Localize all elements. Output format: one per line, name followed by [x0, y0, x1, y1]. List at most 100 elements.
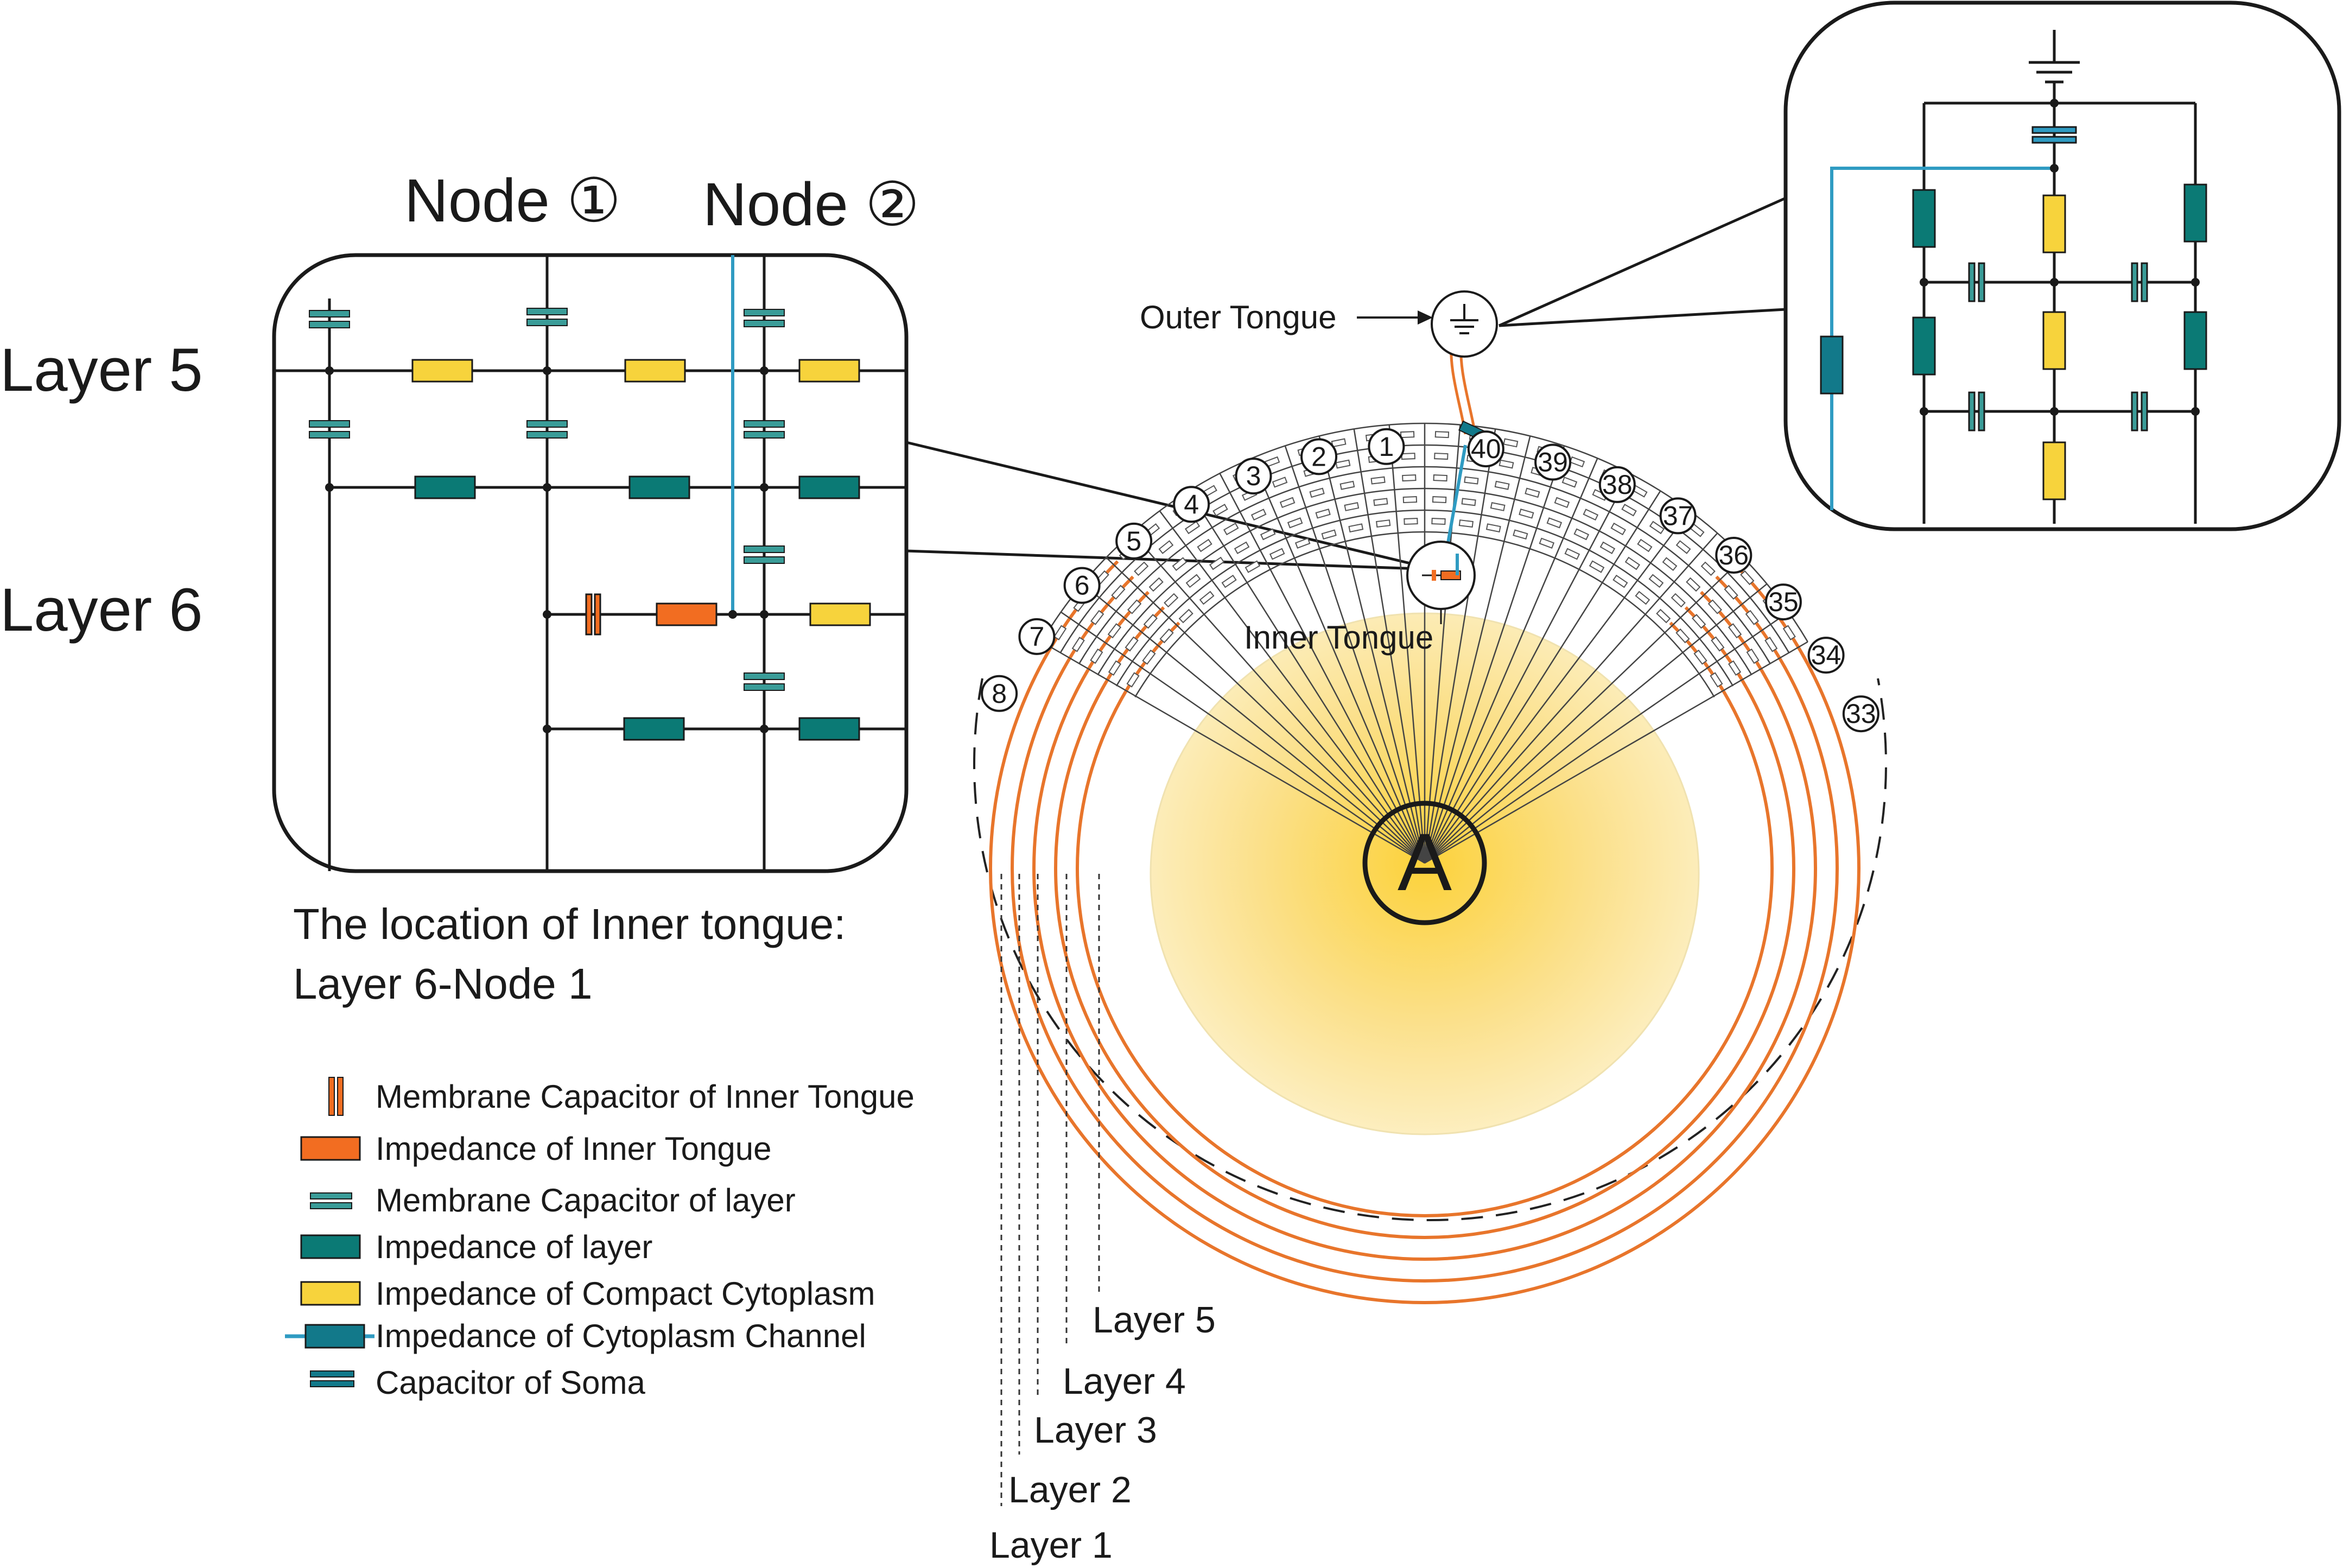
mini-resistor-icon [1458, 519, 1474, 528]
right-inset-components [1820, 126, 2207, 500]
mini-resistor-icon [1648, 574, 1664, 588]
radial-spoke [1424, 436, 1531, 864]
mini-resistor-icon [1662, 557, 1678, 572]
mini-resistor-icon [1402, 474, 1417, 482]
node-number-circle [981, 675, 1018, 712]
layer-3-label: Layer 3 [1034, 1410, 1157, 1451]
layer-resistor-icon [414, 475, 476, 499]
legend-item: Impedance of layer [300, 1229, 652, 1265]
mini-resistor-icon [1546, 517, 1563, 529]
node-number-label: 2 [1311, 441, 1326, 472]
mini-resistor-icon [1612, 574, 1628, 588]
mini-resistor-icon [1158, 540, 1174, 554]
node-number-label: 35 [1768, 587, 1799, 617]
outer-tongue-label: Outer Tongue [1140, 299, 1337, 335]
mini-resistor-icon [1464, 476, 1479, 485]
node-number-label: 7 [1030, 621, 1045, 652]
sheath-layer-ring [989, 560, 1861, 1304]
compact-cytoplasm-resistor-icon [798, 359, 860, 383]
node-number-circle [1715, 536, 1753, 574]
layer-resistor-icon [798, 475, 860, 499]
inner-tongue-label: Inner Tongue [1244, 619, 1433, 656]
mini-resistor-icon [1223, 522, 1239, 536]
mini-resistor-icon [1624, 556, 1641, 570]
layer-capacitor-icon [309, 420, 350, 428]
mini-resistor-icon [1107, 623, 1122, 639]
mini-resistor-icon [1269, 548, 1285, 560]
layer-2-label: Layer 2 [1008, 1469, 1132, 1510]
legend-label: Impedance of Cytoplasm Channel [376, 1318, 866, 1354]
mini-resistor-icon [1321, 529, 1337, 540]
layer-capacitor-icon [309, 431, 350, 439]
layer-resistor-icon [1912, 316, 1936, 376]
legend-label: Capacitor of Soma [376, 1364, 646, 1401]
inner-tongue-capacitor-icon [594, 593, 601, 636]
mini-resistor-icon [1610, 522, 1626, 536]
location-line2: Layer 6-Node 1 [293, 960, 592, 1008]
compact-cytoplasm-resistor-icon [2042, 441, 2066, 500]
mini-resistor-icon [1184, 520, 1201, 535]
mini-resistor-icon [1164, 593, 1179, 608]
layer-resistor-icon [1912, 189, 1936, 248]
orange-resistor-icon [300, 1136, 361, 1161]
mini-resistor-icon [1764, 637, 1778, 652]
layer-labels: Layer 1 Layer 2 Layer 3 Layer 4 Layer 5 [989, 874, 1216, 1566]
layer-capacitor-icon [2131, 391, 2138, 431]
mini-resistor-icon [1090, 610, 1104, 625]
node-number-label: 36 [1719, 540, 1749, 570]
mini-resistor-icon [1404, 517, 1418, 525]
node-number-label: 3 [1246, 461, 1261, 491]
mini-resistor-icon [1431, 517, 1446, 525]
node-number-circle [1659, 497, 1697, 535]
mini-resistor-icon [1485, 523, 1501, 533]
dark-capacitor-icon [310, 1370, 354, 1377]
legend-item: Capacitor of Soma [310, 1364, 646, 1401]
node2-label: Node ② [703, 170, 919, 238]
mini-resistor-icon [1710, 672, 1723, 688]
sheath-layer-ring [1076, 621, 1774, 1217]
mini-resistor-icon [1250, 509, 1267, 521]
mini-resistor-icon [1272, 477, 1288, 488]
compact-cytoplasm-resistor-icon [2042, 311, 2066, 370]
radial-spoke [1219, 473, 1426, 864]
layer-capacitor-icon [744, 683, 785, 691]
legend: Membrane Capacitor of Inner Tongue Imped… [285, 1077, 915, 1401]
mini-resistor-icon [1656, 608, 1671, 624]
yellow-resistor-icon [300, 1281, 361, 1306]
sheath-layer-ring [1054, 606, 1795, 1240]
radial-spoke [1188, 490, 1426, 864]
mini-resistor-icon [1432, 496, 1447, 504]
mini-resistor-icon [1569, 456, 1585, 468]
mini-resistor-icon [1260, 528, 1276, 541]
blue-resistor-icon [304, 1324, 365, 1349]
mini-resistor-icon [1525, 487, 1540, 498]
mini-resistor-icon [1344, 502, 1360, 511]
layer-capacitor-icon [526, 431, 568, 439]
layer6-label: Layer 6 [0, 576, 203, 644]
node-number-label: 1 [1379, 431, 1394, 462]
orange-capacitor-icon [328, 1077, 335, 1116]
mini-resistor-icon [1724, 585, 1738, 600]
radial-spoke [1041, 641, 1425, 864]
mini-resistor-icon [1197, 538, 1212, 553]
mini-resistor-icon [1599, 541, 1616, 554]
mini-resistor-icon [1178, 608, 1193, 624]
radial-spoke [1318, 436, 1426, 864]
mini-resistor-icon [1400, 431, 1415, 439]
radial-spoke [1424, 611, 1789, 864]
teal-resistor-icon [300, 1234, 361, 1259]
layer-capacitor-icon [526, 420, 568, 428]
node-number-circle [1300, 438, 1338, 475]
mini-resistor-icon [1635, 591, 1650, 605]
layer-5-label: Layer 5 [1093, 1299, 1216, 1341]
radial-spoke [1388, 424, 1426, 864]
mini-resistor-icon [1134, 561, 1149, 576]
layer-4-label: Layer 4 [1063, 1361, 1186, 1402]
grid-arc [1078, 466, 1771, 664]
layer-capacitor-icon [744, 320, 785, 327]
radial-spoke [1424, 641, 1808, 864]
radial-spoke [1353, 429, 1426, 864]
mini-resistor-icon [1309, 487, 1325, 498]
node-number-circle [1534, 443, 1572, 481]
layer-capacitor-icon [744, 420, 785, 428]
